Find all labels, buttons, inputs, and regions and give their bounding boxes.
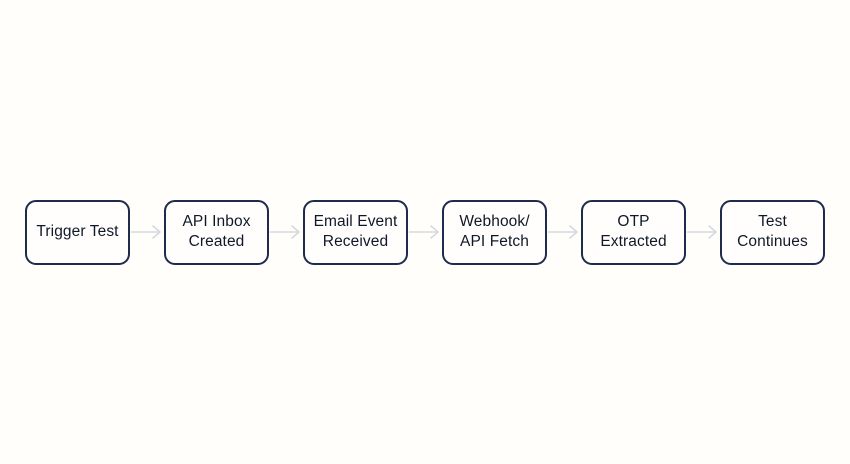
flow-step-node: Email Event Received [303,199,408,265]
flow-step-label: Email Event Received [313,212,398,250]
flow-step-label: Trigger Test [36,222,119,240]
flow-step-node: Webhook/ API Fetch [442,199,547,265]
flow-step-label: API Inbox Created [182,212,251,250]
flow-step-label: OTP Extracted [600,212,667,250]
flow-step-node: Test Continues [720,199,825,265]
arrow-right-icon [547,225,578,239]
flow-step-label: Webhook/ API Fetch [459,212,530,250]
arrow-right-icon [408,225,439,239]
flow-step-node: Trigger Test [25,199,130,265]
arrow-right-icon [269,225,300,239]
flowchart: Trigger Test API Inbox Created Email Eve… [25,199,825,265]
arrow-right-icon [686,225,717,239]
flow-step-node: OTP Extracted [581,199,686,265]
arrow-right-icon [130,225,161,239]
flow-step-label: Test Continues [737,212,808,250]
flow-step-node: API Inbox Created [164,199,269,265]
